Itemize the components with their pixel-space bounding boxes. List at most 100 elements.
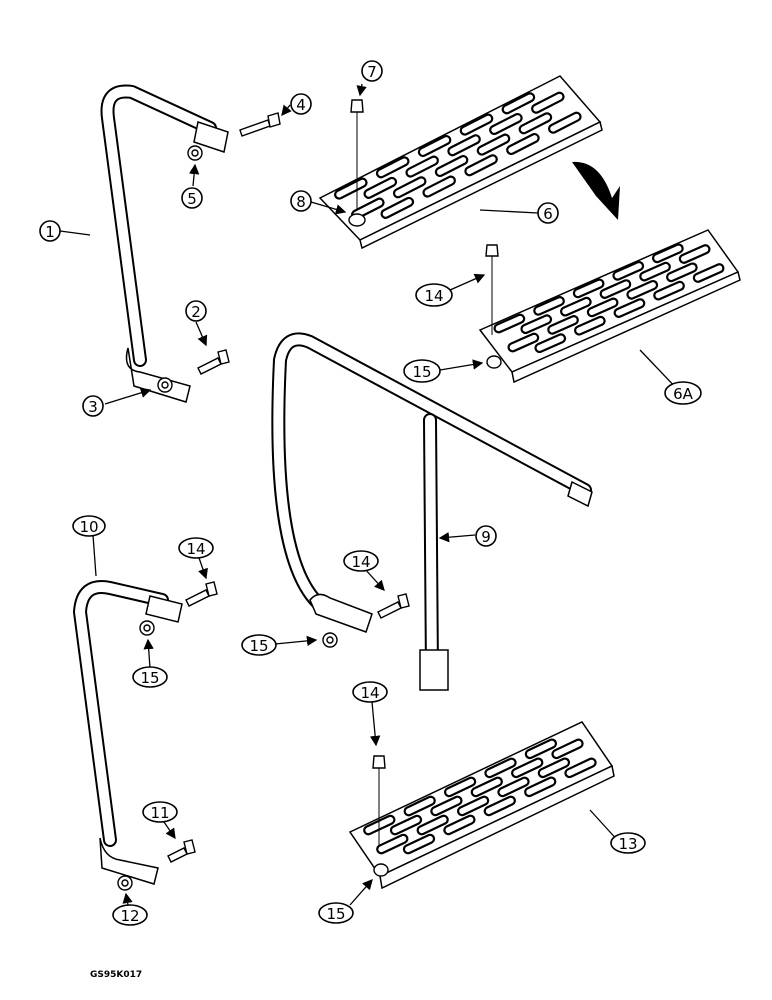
step-slot <box>534 333 567 354</box>
callout-10: 10 <box>72 515 106 537</box>
bolt-4 <box>239 112 281 137</box>
svg-text:4: 4 <box>296 96 306 114</box>
callout-3: 3 <box>82 395 104 417</box>
callout-14-rail10: 14 <box>178 537 214 559</box>
drawing-code: GS95K017 <box>90 970 143 980</box>
callout-13: 13 <box>610 832 646 854</box>
callout-15-rail9: 15 <box>241 634 277 656</box>
step-slot <box>511 757 544 779</box>
step-slot <box>405 155 439 178</box>
step-slot <box>666 262 698 283</box>
svg-text:1: 1 <box>45 223 55 241</box>
step-slot <box>334 177 368 200</box>
nut-15-d <box>373 863 389 877</box>
svg-text:14: 14 <box>351 553 370 571</box>
step-slot <box>537 757 571 779</box>
svg-text:7: 7 <box>367 63 377 81</box>
svg-text:5: 5 <box>187 190 197 208</box>
step-slot <box>652 243 684 264</box>
step-slot <box>507 332 540 353</box>
step-slot <box>678 244 711 264</box>
bolt-14-b <box>377 593 410 619</box>
svg-text:6: 6 <box>543 205 553 223</box>
svg-text:14: 14 <box>186 540 205 558</box>
nut-15-b <box>322 632 338 648</box>
step-slot <box>376 833 409 855</box>
callout-6a: 6A <box>664 381 702 405</box>
callout-6: 6 <box>537 202 559 224</box>
step-6a <box>478 229 741 384</box>
step-slot <box>476 133 511 156</box>
bolt-7 <box>350 99 364 210</box>
step-slot <box>416 814 449 836</box>
step-slot <box>443 776 477 798</box>
svg-text:3: 3 <box>88 398 98 416</box>
bolt-11 <box>167 839 196 863</box>
step-slot <box>403 795 436 817</box>
bolt-14-a <box>485 244 499 335</box>
handrail-1 <box>100 84 229 403</box>
callout-1: 1 <box>39 220 61 242</box>
bolt-14-d <box>372 755 386 845</box>
step-slot <box>497 776 530 798</box>
step-slot <box>402 833 436 855</box>
step-slot <box>417 134 452 158</box>
step-slot <box>484 757 517 779</box>
nut-8 <box>348 213 366 227</box>
step-slot <box>533 296 565 316</box>
callout-8: 8 <box>290 190 312 212</box>
step-slot <box>551 738 584 760</box>
step-slot <box>459 113 494 136</box>
step-slot <box>653 280 685 301</box>
svg-text:8: 8 <box>296 193 306 211</box>
step-slot <box>524 738 558 760</box>
bolt-14-c <box>185 581 218 607</box>
step-slot <box>520 314 553 335</box>
step-slot <box>586 297 619 318</box>
svg-text:15: 15 <box>249 637 268 655</box>
step-13 <box>348 721 615 890</box>
svg-text:13: 13 <box>618 835 637 853</box>
callout-5: 5 <box>181 187 203 209</box>
nut-3 <box>157 377 173 393</box>
nut-15-c <box>139 620 155 636</box>
step-slot <box>639 261 671 282</box>
step-slot <box>692 263 725 283</box>
bolt-2 <box>197 349 230 375</box>
svg-text:9: 9 <box>481 528 491 546</box>
callout-15-rail10: 15 <box>132 666 168 688</box>
step-slot <box>375 156 410 179</box>
callout-15-step13: 15 <box>318 902 354 924</box>
step-slot <box>493 313 526 334</box>
svg-text:2: 2 <box>191 303 201 321</box>
step-slot <box>626 279 659 300</box>
svg-text:6A: 6A <box>673 385 694 403</box>
callout-7: 7 <box>361 60 383 82</box>
step-slot <box>612 260 645 281</box>
callout-12: 12 <box>112 904 148 926</box>
step-slot <box>422 175 456 198</box>
step-slot <box>531 91 565 114</box>
svg-text:15: 15 <box>326 905 345 923</box>
leader-lines <box>59 83 681 906</box>
callout-15-step6a: 15 <box>403 359 441 383</box>
step-slot <box>363 176 398 199</box>
nut-5 <box>187 145 203 161</box>
step-slot <box>430 795 463 817</box>
svg-text:15: 15 <box>412 363 431 381</box>
step-slot <box>456 795 490 817</box>
step-slot <box>447 134 481 157</box>
nut-15-a <box>486 355 502 369</box>
svg-text:12: 12 <box>120 907 139 925</box>
step-slot <box>547 315 579 335</box>
step-slot <box>599 279 632 299</box>
step-slot <box>483 795 516 817</box>
callout-14-step13: 14 <box>352 681 388 703</box>
step-slot <box>574 315 606 336</box>
step-slot <box>489 112 523 136</box>
callout-4: 4 <box>290 93 312 115</box>
step-slot <box>443 814 476 836</box>
handrail-9 <box>271 332 593 691</box>
step-slot <box>564 757 597 779</box>
